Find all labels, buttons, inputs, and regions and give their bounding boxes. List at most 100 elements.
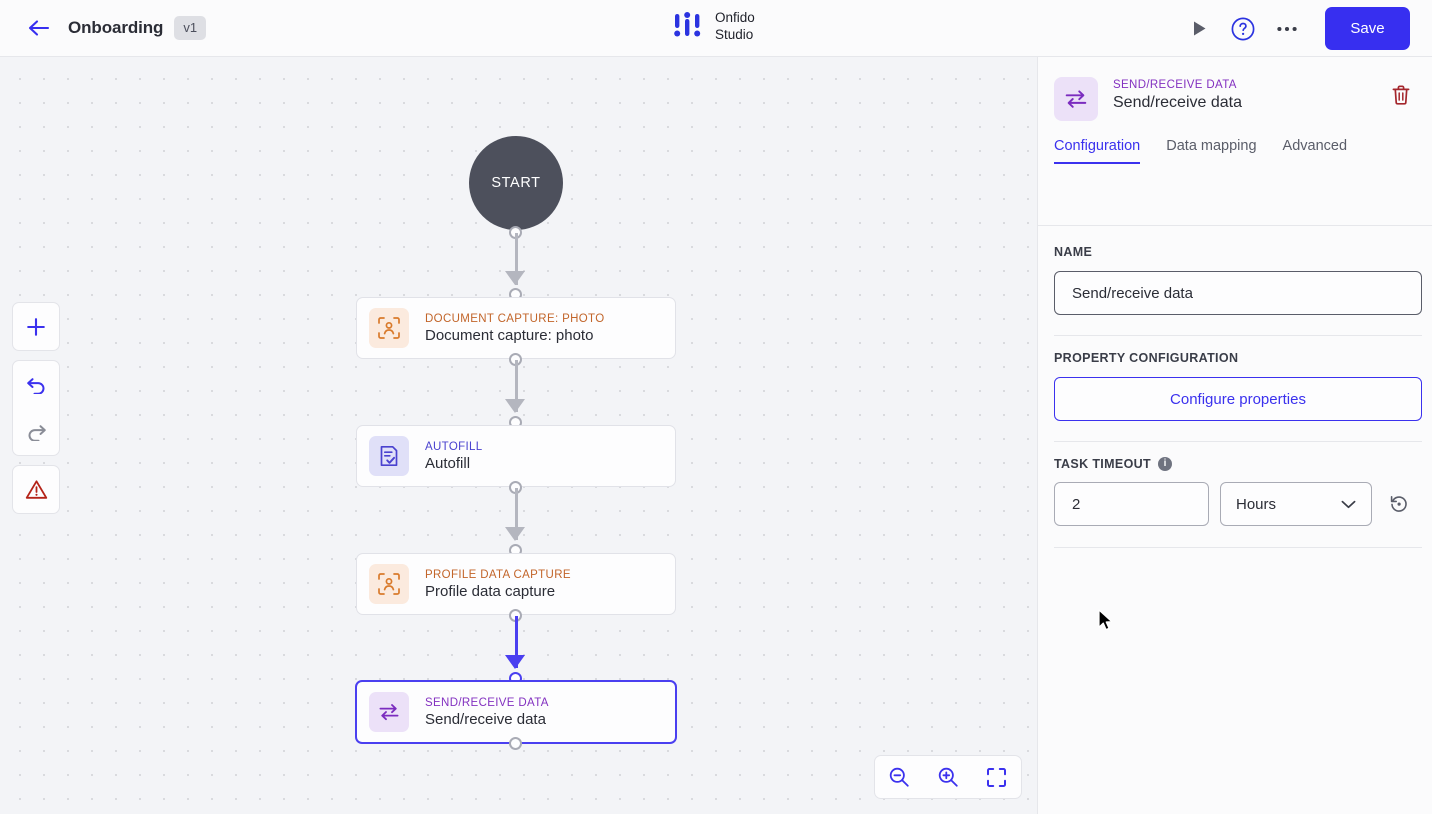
question-circle-icon <box>1231 17 1255 40</box>
node-name: Send/receive data <box>425 710 546 728</box>
plus-icon <box>27 317 45 336</box>
save-button[interactable]: Save <box>1325 7 1410 50</box>
panel-node-name: Send/receive data <box>1113 94 1242 111</box>
node-text: PROFILE DATA CAPTURE Profile data captur… <box>425 569 571 600</box>
connector-edge <box>514 233 518 285</box>
tab-data-mapping[interactable]: Data mapping <box>1166 138 1257 154</box>
exchange-arrows-icon <box>369 692 409 732</box>
connector-arrow <box>505 527 525 541</box>
redo-icon <box>28 424 46 441</box>
zoom-out-button[interactable] <box>879 757 919 797</box>
brand-text: Onfido Studio <box>715 10 755 43</box>
fit-to-screen-button[interactable] <box>977 757 1017 797</box>
trash-icon <box>1392 85 1410 105</box>
play-icon <box>1193 21 1205 36</box>
tab-configuration[interactable]: Configuration <box>1054 138 1141 164</box>
flow-node-profile-data-capture[interactable]: PROFILE DATA CAPTURE Profile data captur… <box>356 553 676 615</box>
section-divider <box>1054 441 1422 442</box>
brand-line-1: Onfido <box>715 10 755 25</box>
add-node-tool[interactable] <box>13 303 59 350</box>
delete-node-button[interactable] <box>1388 82 1414 108</box>
node-kind: DOCUMENT CAPTURE: PHOTO <box>425 312 605 325</box>
magnifier-plus-icon <box>938 767 958 787</box>
document-capture-scan-icon <box>369 308 409 348</box>
panel-node-kind: SEND/RECEIVE DATA <box>1113 79 1237 91</box>
name-section: NAME <box>1054 245 1422 315</box>
tab-advanced[interactable]: Advanced <box>1282 138 1348 154</box>
property-configuration-section: PROPERTY CONFIGURATION Configure propert… <box>1054 351 1422 421</box>
undo-tool[interactable] <box>13 361 59 408</box>
back-button[interactable] <box>24 13 54 43</box>
redo-tool[interactable] <box>13 408 59 455</box>
flow-canvas[interactable]: START DOCUMENT CAPTURE: PHOTO Document c… <box>0 57 1037 814</box>
connector-arrow-active <box>505 655 525 669</box>
history-tool-group <box>12 360 60 456</box>
node-name: Autofill <box>425 454 471 472</box>
connector-edge <box>514 360 518 412</box>
top-bar: Onboarding v1 Onfido Studio <box>0 0 1432 57</box>
help-button[interactable] <box>1221 7 1265 51</box>
document-check-icon <box>369 436 409 476</box>
task-timeout-row: Hours <box>1054 482 1422 526</box>
task-timeout-label-row: TASK TIMEOUT i <box>1054 457 1422 471</box>
zoom-in-button[interactable] <box>928 757 968 797</box>
task-timeout-label: TASK TIMEOUT <box>1054 457 1152 471</box>
task-timeout-value-input[interactable] <box>1054 482 1209 526</box>
version-badge: v1 <box>174 16 207 40</box>
configure-properties-button[interactable]: Configure properties <box>1054 377 1422 421</box>
warnings-tool[interactable] <box>13 466 59 513</box>
reset-task-timeout-button[interactable] <box>1386 491 1412 517</box>
node-kind: SEND/RECEIVE DATA <box>425 696 549 709</box>
expand-frame-icon <box>987 767 1007 787</box>
node-text: SEND/RECEIVE DATA Send/receive data <box>425 697 549 728</box>
task-timeout-unit-value: Hours <box>1236 495 1277 513</box>
section-divider <box>1054 335 1422 336</box>
warning-triangle-icon <box>25 480 47 499</box>
connector-arrow <box>505 399 525 413</box>
node-kind: PROFILE DATA CAPTURE <box>425 568 571 581</box>
undo-icon <box>26 377 44 394</box>
warnings-tool-group <box>12 465 60 514</box>
page-title: Onboarding <box>68 18 164 37</box>
node-text: DOCUMENT CAPTURE: PHOTO Document capture… <box>425 313 605 344</box>
add-tool-group <box>12 302 60 351</box>
node-properties-panel: SEND/RECEIVE DATA Send/receive data Conf… <box>1037 57 1432 814</box>
connector-edge <box>514 488 518 540</box>
canvas-tool-rail <box>12 302 60 523</box>
task-timeout-section: TASK TIMEOUT i Hours <box>1054 457 1422 526</box>
connector-dot <box>509 737 522 750</box>
panel-tabs: Configuration Data mapping Advanced <box>1054 138 1432 165</box>
name-input[interactable] <box>1054 271 1422 315</box>
chevron-down-icon <box>1341 500 1356 508</box>
onfido-logo-icon <box>674 11 701 37</box>
name-label: NAME <box>1054 245 1093 259</box>
connector-arrow <box>505 271 525 285</box>
exchange-arrows-icon <box>1054 77 1098 121</box>
info-icon[interactable]: i <box>1158 457 1173 471</box>
zoom-controls <box>874 755 1022 799</box>
run-flow-button[interactable] <box>1177 7 1221 51</box>
flow-node-send-receive-data[interactable]: SEND/RECEIVE DATA Send/receive data <box>355 680 677 744</box>
arrow-left-icon <box>28 20 50 36</box>
property-configuration-label: PROPERTY CONFIGURATION <box>1054 351 1239 365</box>
node-name: Document capture: photo <box>425 326 594 344</box>
more-options-button[interactable] <box>1265 7 1309 51</box>
top-bar-actions: Save <box>1177 0 1432 57</box>
profile-scan-icon <box>369 564 409 604</box>
section-divider <box>1054 547 1422 548</box>
panel-titles: SEND/RECEIVE DATA Send/receive data <box>1113 77 1388 112</box>
task-timeout-unit-select[interactable]: Hours <box>1220 482 1372 526</box>
flow-node-autofill[interactable]: AUTOFILL Autofill <box>356 425 676 487</box>
flow-node-document-capture-photo[interactable]: DOCUMENT CAPTURE: PHOTO Document capture… <box>356 297 676 359</box>
start-node[interactable]: START <box>469 136 563 230</box>
node-text: AUTOFILL Autofill <box>425 441 483 472</box>
brand-logo: Onfido Studio <box>672 10 755 43</box>
tabs-divider <box>1038 225 1432 226</box>
node-kind: AUTOFILL <box>425 440 483 453</box>
panel-header: SEND/RECEIVE DATA Send/receive data <box>1038 57 1432 121</box>
magnifier-minus-icon <box>890 767 910 787</box>
brand-line-2: Studio <box>715 26 754 42</box>
connector-edge-active <box>514 616 518 668</box>
ellipsis-icon <box>1277 26 1297 31</box>
node-name: Profile data capture <box>425 582 556 600</box>
